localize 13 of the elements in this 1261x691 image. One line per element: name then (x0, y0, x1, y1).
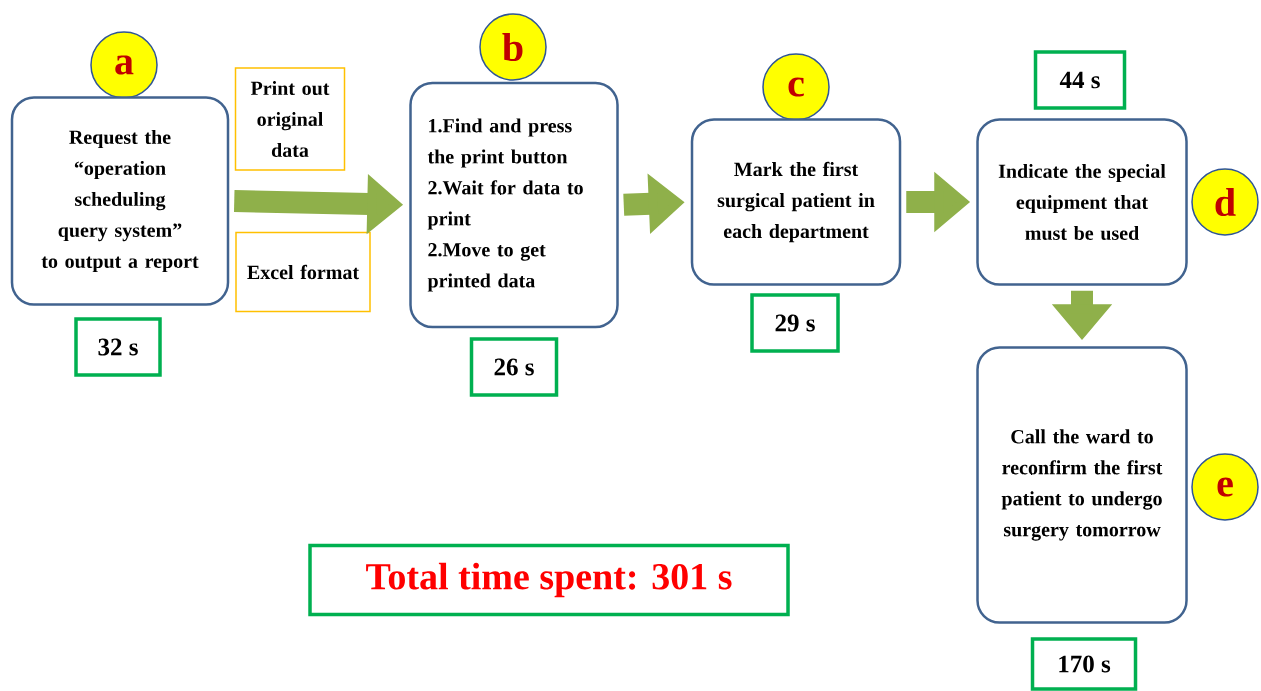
process-box: Indicate the special equipment that must be used (976, 118, 1188, 286)
time-box: 170 s (1030, 637, 1138, 691)
process-box: Request the “operation scheduling query system” to output a report (10, 96, 230, 306)
time-box: 26 s (469, 337, 559, 397)
process-box: 1.Find and press the print button 2.Wait for data to print 2.Move to get printed data (409, 81, 619, 329)
process-box: Mark the first surgical patient in each department (690, 118, 902, 286)
process-box: Call the ward to reconfirm the first patient to undergo surgery tomorrow (976, 346, 1188, 624)
time-box: 32 s (74, 317, 162, 377)
time-box: 29 s (750, 293, 840, 353)
note-box: Print out original data (234, 67, 346, 171)
total-time-box: Total time spent: 301 s (308, 543, 790, 617)
time-box: 44 s (1033, 50, 1127, 110)
note-box: Excel format (235, 231, 371, 313)
